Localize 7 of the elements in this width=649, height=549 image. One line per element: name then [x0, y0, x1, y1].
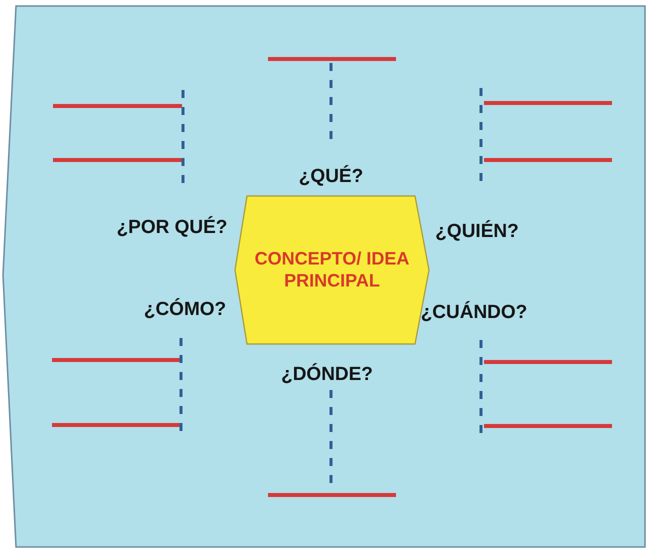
- question-label: ¿DÓNDE?: [281, 364, 373, 386]
- question-label: ¿QUÉ?: [298, 166, 364, 188]
- question-label: ¿POR QUÉ?: [116, 217, 228, 239]
- question-label: ¿QUIÉN?: [435, 221, 519, 243]
- concept-text: CONCEPTO/ IDEA PRINCIPAL: [254, 248, 410, 292]
- question-label: ¿CUÁNDO?: [420, 302, 528, 324]
- question-label: ¿CÓMO?: [144, 299, 226, 321]
